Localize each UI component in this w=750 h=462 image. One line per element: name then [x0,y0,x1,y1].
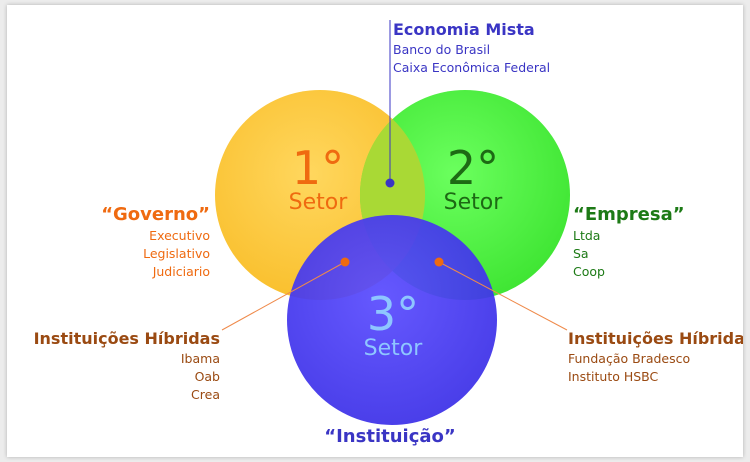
sector-2-number: 2° [446,141,500,195]
empresa-item: Coop [573,264,605,279]
empresa-item: Sa [573,246,589,261]
sector-1-number: 1° [291,141,345,195]
dot-economia [385,178,395,188]
sector-3-circle [287,215,497,425]
hibridas-left-item: Oab [194,369,220,384]
sector-3-number: 3° [366,287,420,341]
dot-hibridas-right [434,257,444,267]
economia-mista-item: Caixa Econômica Federal [393,60,551,75]
sector-3-text: Setor [363,336,423,361]
sector-1-label: 1° Setor [280,145,356,215]
connector-hibridas-left [221,261,346,331]
governo-title: “Governo” [101,204,210,225]
hibridas-left-title: Instituições Híbridas [33,329,220,348]
governo-block: “Governo” Executivo Legislativo Judiciar… [101,203,210,281]
hibridas-right-title: Instituições Híbrida [568,329,743,348]
hibridas-right-item: Instituto HSBC [568,369,659,384]
sector-2-text: Setor [443,190,503,215]
venn-diagram [215,20,570,425]
sector-1-text: Setor [288,190,348,215]
economia-mista-block: Economia Mista Banco do Brasil Caixa Eco… [393,19,550,77]
dot-hibridas-left [340,257,350,267]
instituicao-title: “Instituição” [324,426,456,447]
hibridas-left-block: Instituições Híbridas Ibama Oab Crea [34,328,220,404]
empresa-item: Ltda [573,228,601,243]
hibridas-right-item: Fundação Bradesco [568,351,691,366]
economia-mista-title: Economia Mista [393,20,535,39]
sector-2-label: 2° Setor [433,145,513,215]
connector-hibridas-right [438,261,568,331]
governo-item: Executivo [149,228,210,243]
empresa-block: “Empresa” Ltda Sa Coop [573,203,685,281]
governo-item: Legislativo [143,246,210,261]
governo-item: Judiciario [152,264,210,279]
hibridas-left-item: Crea [191,387,220,402]
hibridas-right-block: Instituições Híbrida Fundação Bradesco I… [568,328,743,386]
economia-mista-item: Banco do Brasil [393,42,491,57]
hibridas-left-item: Ibama [180,351,220,366]
diagram-frame: 1° Setor 2° Setor 3° Setor Economia Mist… [7,5,743,457]
empresa-title: “Empresa” [573,204,685,225]
sector-3-label: 3° Setor [355,291,431,361]
